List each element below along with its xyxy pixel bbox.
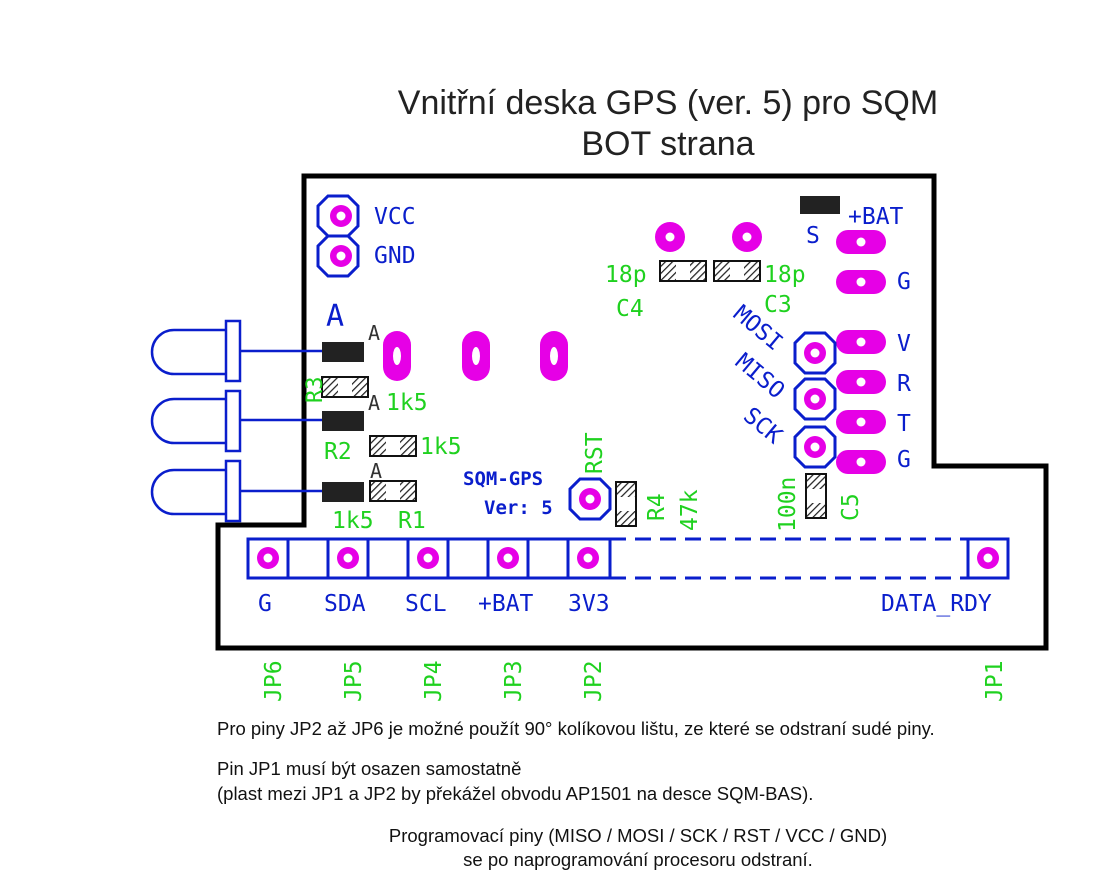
capacitor-c3 [713,260,761,282]
r4-label: R4 [644,493,670,521]
jp6-label: JP6 [261,660,287,702]
jp3-label: JP3 [501,660,527,702]
title-line-1: Vnitřní deska GPS (ver. 5) pro SQM [398,84,938,122]
connector-label-data-rdy: DATA_RDY [881,591,992,617]
connector-strip [246,537,1010,580]
crystal-pad-left [655,222,685,252]
resistor-r2 [369,435,417,457]
board-version: Ver: 5 [484,497,553,519]
vcc-label: VCC [374,204,416,230]
v-label: V [897,331,911,357]
jp2-pad [577,547,599,569]
c3-value: 18p [764,262,806,288]
c5-value: 100n [775,477,801,532]
g-bottom-label: G [897,447,911,473]
led-pad-3 [322,482,364,502]
led-3 [150,459,322,523]
jp5-pad [337,547,359,569]
led-pad-2 [322,411,364,431]
board-name: SQM-GPS [463,468,543,490]
resistor-r4 [615,481,637,527]
board-outline [215,173,1049,651]
s-jumper-pad [800,196,840,214]
miso-label: MISO [730,349,789,405]
anode-label-1: A [368,321,380,345]
note-jp2-jp6: Pro piny JP2 až JP6 je možné použít 90° … [217,718,935,739]
t-pad [836,410,886,434]
connector-label-bat: +BAT [478,591,534,617]
g-pad-top [836,270,886,294]
led-1 [150,319,322,383]
r3-value: 1k5 [386,390,428,416]
anode-big-label: A [326,299,344,334]
led-2 [150,389,322,453]
jp4-label: JP4 [421,660,447,702]
c3-label: C3 [764,292,792,318]
connector-label-g: G [258,591,272,617]
bat-top-label: +BAT [848,204,904,230]
r1-value: 1k5 [332,508,374,534]
r-pad [836,370,886,394]
r3-label: R3 [303,377,328,404]
s-label: S [806,223,820,249]
c4-label: C4 [616,296,644,322]
note-jp1-line-1: Pin JP1 musí být osazen samostatně [217,758,521,779]
bat-pad [836,230,886,254]
note-jp1-line-2: (plast mezi JP1 a JP2 by překážel obvodu… [217,783,813,804]
jp3-pad [497,547,519,569]
rst-label: RST [582,432,608,474]
r2-value: 1k5 [420,434,462,460]
mosi-pin [793,331,837,375]
rst-pin [568,477,612,521]
oval-pad-3 [540,331,568,381]
c5-label: C5 [838,493,864,521]
vcc-pin [316,194,360,238]
jp2-label: JP2 [581,660,607,702]
sck-pin [793,425,837,469]
title-line-2: BOT strana [581,125,754,163]
capacitor-c5 [805,473,827,519]
miso-pin [793,377,837,421]
r-label: R [897,371,911,397]
oval-pad-2 [462,331,490,381]
anode-label-3: A [370,459,382,483]
capacitor-c4 [659,260,707,282]
g-pad-bottom [836,450,886,474]
sck-label: SCK [738,403,787,450]
gnd-label: GND [374,243,416,269]
c4-value: 18p [605,262,647,288]
resistor-r3 [321,376,369,398]
resistor-r1 [369,480,417,502]
r1-label: R1 [398,508,426,534]
jp5-label: JP5 [341,660,367,702]
note-prog-line-1: Programovací piny (MISO / MOSI / SCK / R… [389,825,887,846]
r2-label: R2 [324,439,352,465]
jp6-pad [257,547,279,569]
g-top-label: G [897,269,911,295]
led-pad-1 [322,342,364,362]
connector-label-sda: SDA [324,591,366,617]
crystal-pad-right [732,222,762,252]
r4-value: 47k [677,489,703,531]
v-pad [836,330,886,354]
jp1-label: JP1 [982,660,1008,702]
t-label: T [897,411,911,437]
connector-label-3v3: 3V3 [568,591,610,617]
note-prog-line-2: se po naprogramování procesoru odstraní. [463,849,813,870]
jp1-pad [977,547,999,569]
oval-pad-1 [383,331,411,381]
connector-label-scl: SCL [405,591,447,617]
gnd-pin [316,234,360,278]
anode-label-2: A [368,391,380,415]
jp4-pad [417,547,439,569]
